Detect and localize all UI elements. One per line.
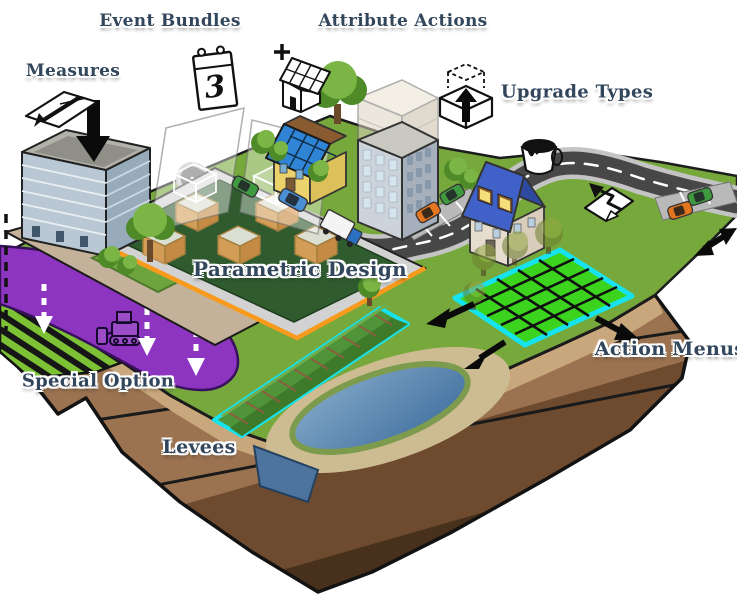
upgrade-cube-icon bbox=[438, 63, 494, 130]
car-green bbox=[231, 175, 260, 198]
label-action-menus: Action Menus bbox=[594, 338, 737, 360]
placement-down-arrow bbox=[76, 100, 110, 162]
pond-area bbox=[252, 346, 511, 504]
label-event-bundles: Event Bundles bbox=[99, 11, 241, 31]
orange-highlight-outline bbox=[85, 234, 427, 341]
house-plus-icon bbox=[274, 44, 331, 113]
park-trees bbox=[98, 203, 175, 275]
car-blue bbox=[278, 188, 308, 212]
label-attribute-actions: Attribute Actions bbox=[318, 11, 488, 31]
calendar-day: 3 bbox=[202, 69, 227, 106]
car-green-parked bbox=[439, 183, 466, 206]
levee bbox=[212, 302, 410, 438]
car-orange-parked bbox=[415, 201, 442, 224]
measures-icon bbox=[24, 90, 99, 129]
car-orange-parked-2 bbox=[667, 200, 694, 220]
dormer-windows bbox=[477, 185, 513, 214]
label-parametric-design: Parametric Design bbox=[193, 257, 407, 281]
bulldozer-icon bbox=[96, 311, 141, 346]
car-green-parked-2 bbox=[687, 186, 714, 206]
label-upgrade-types: Upgrade Types bbox=[500, 81, 654, 103]
tall-building bbox=[357, 79, 439, 241]
water-cross-section bbox=[252, 444, 320, 504]
truck bbox=[319, 209, 363, 248]
pond bbox=[289, 361, 471, 455]
undo-sheet-icon bbox=[583, 183, 635, 223]
label-measures: Measures bbox=[25, 61, 121, 81]
paint-bucket-icon bbox=[520, 139, 563, 176]
action-grid bbox=[426, 218, 737, 369]
steep-roof bbox=[461, 161, 525, 233]
vehicles bbox=[231, 175, 714, 248]
label-special-option: Special Option bbox=[21, 370, 175, 392]
down-dashed-arrows bbox=[35, 284, 205, 376]
calendar-icon: 3 bbox=[191, 45, 239, 111]
solar-house bbox=[265, 115, 347, 205]
grid-arrows bbox=[426, 228, 737, 369]
label-levees: Levees bbox=[162, 436, 236, 458]
